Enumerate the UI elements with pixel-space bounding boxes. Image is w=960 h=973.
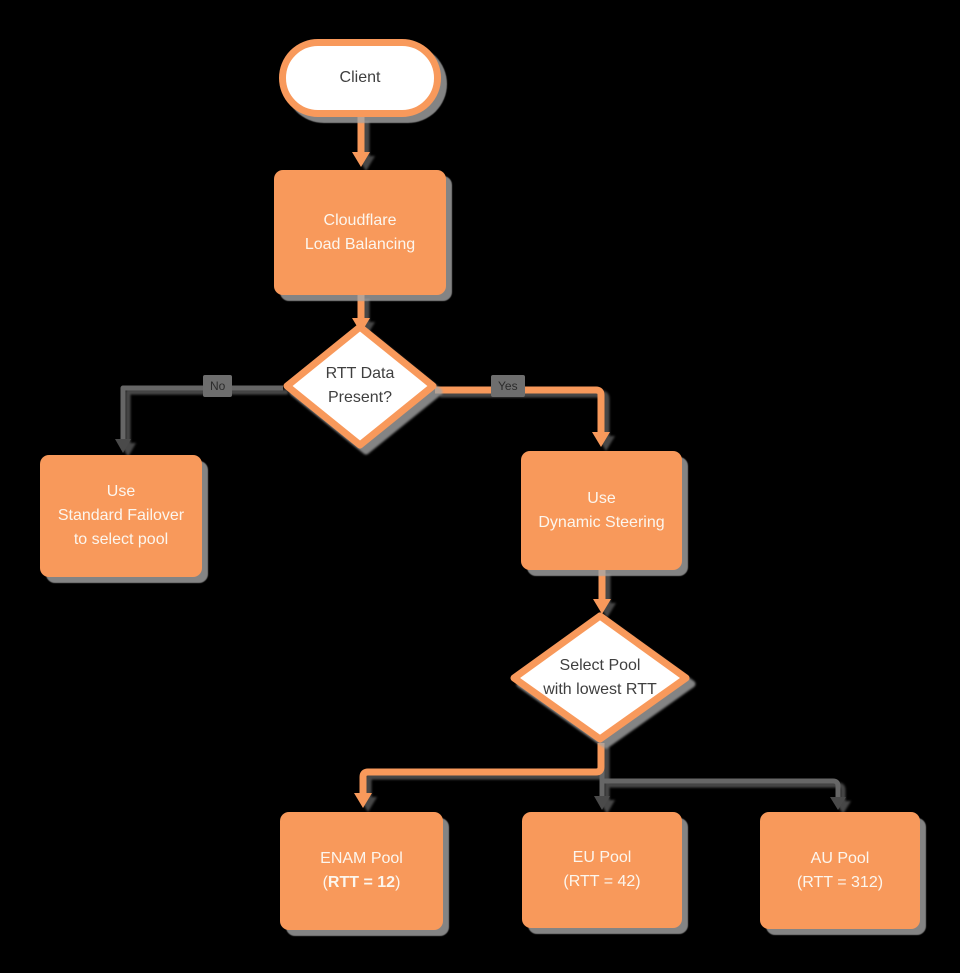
edge-to-enam-line <box>359 743 605 793</box>
arrowhead-au-icon <box>830 797 846 810</box>
node-use-standard-failover: Use Standard Failover to select pool <box>40 455 202 577</box>
enam-rtt-bold: RTT = 12 <box>327 874 396 891</box>
arrowhead-eu-icon <box>594 796 610 810</box>
arrowhead-select-icon <box>593 599 611 614</box>
orange-edges <box>357 117 606 793</box>
node-rtt-data-present-decision: RTT Data Present? <box>282 322 438 450</box>
node-use-dynamic-steering: Use Dynamic Steering <box>521 451 682 570</box>
node-eu-pool: EU Pool (RTT = 42) <box>522 812 682 928</box>
node-client-label: Client <box>339 69 381 86</box>
node-eu-line: (RTT = 42) <box>563 873 641 890</box>
node-select-pool-decision: Select Pool with lowest RTT <box>509 611 691 744</box>
node-dynamic-line: Dynamic Steering <box>538 513 665 531</box>
node-au-line: AU Pool <box>810 849 870 867</box>
node-cloudflare-line: Cloudflare <box>323 211 397 229</box>
node-select-line: Select Pool <box>559 656 641 674</box>
node-enam-line: ENAM Pool <box>320 850 403 867</box>
gray-edges <box>120 385 841 797</box>
node-eu-line: EU Pool <box>572 849 632 866</box>
edge-label-yes: Yes <box>491 375 525 397</box>
node-cloudflare-line: Load Balancing <box>304 235 416 253</box>
edge-to-au-line <box>602 778 841 797</box>
node-select-line: with lowest RTT <box>543 680 657 698</box>
arrowhead-enam-icon <box>354 793 372 808</box>
edge-yes-line <box>435 386 605 432</box>
node-enam-pool: ENAM Pool (RTT = 12) <box>280 812 443 930</box>
arrowhead-cloudflare-icon <box>352 152 370 167</box>
node-au-line: (RTT = 312) <box>796 873 884 891</box>
arrowhead-no-icon <box>115 439 131 453</box>
arrowhead-dynamic-icon <box>592 432 610 447</box>
orange-arrowheads <box>352 152 611 808</box>
gray-arrowheads <box>115 439 846 810</box>
node-enam-rtt-line: (RTT = 12) <box>322 874 401 891</box>
edge-label-no: No <box>203 375 233 397</box>
node-dynamic-line: Use <box>587 489 616 507</box>
node-au-pool: AU Pool (RTT = 312) <box>760 812 920 929</box>
node-rtt-line: Present? <box>327 389 393 406</box>
diamond-shape <box>283 323 437 449</box>
node-client: Client <box>279 39 441 117</box>
node-failover-line: Standard Failover <box>57 507 185 524</box>
node-failover-line: Use <box>106 483 136 500</box>
node-cloudflare-load-balancing: Cloudflare Load Balancing <box>274 170 446 295</box>
node-failover-line: to select pool <box>73 531 169 548</box>
diamond-shape <box>510 612 690 743</box>
node-rtt-line: RTT Data <box>325 365 395 382</box>
